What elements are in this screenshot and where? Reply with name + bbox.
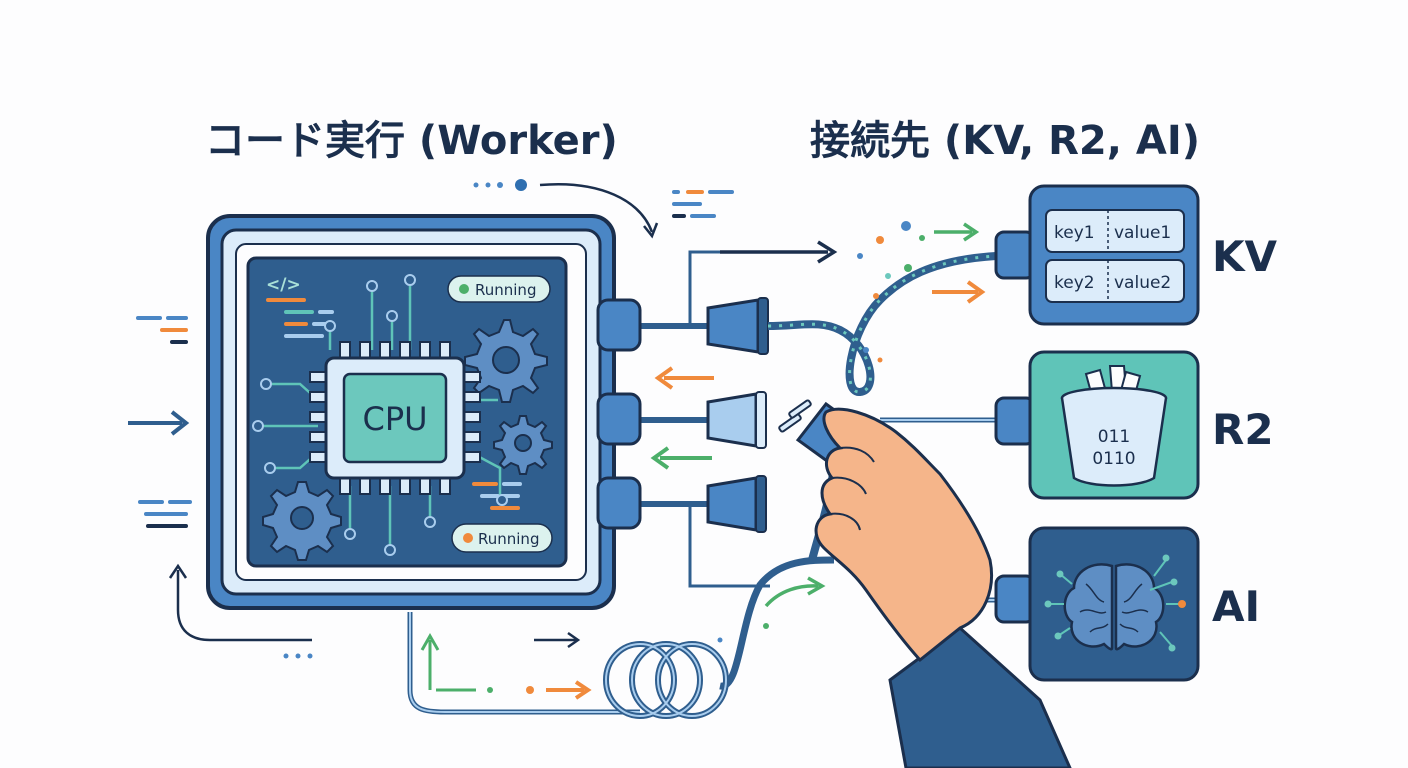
- kv-service: [960, 184, 1200, 423]
- r2-bits-line-2: 0110: [1092, 449, 1135, 469]
- status-badge-top: Running: [447, 275, 551, 303]
- hand-with-plug: [778, 399, 1072, 768]
- ai-label: AI: [1212, 582, 1261, 631]
- ai-service: [880, 526, 1200, 682]
- kv-key-1: key1: [1054, 223, 1095, 243]
- kv-value-2: value2: [1114, 273, 1171, 293]
- data-flow-arrows: [650, 221, 986, 470]
- gear-icon: [464, 319, 548, 403]
- connections-title: 接続先 (KV, R2, AI): [810, 118, 1200, 164]
- status-badge-bottom: Running: [451, 523, 553, 553]
- gear-bottom-icon: [262, 481, 342, 561]
- cpu-label: CPU: [362, 400, 427, 438]
- kv-key-2: key2: [1054, 273, 1095, 293]
- gear-small-icon: [493, 415, 553, 475]
- kv-label: KV: [1212, 232, 1278, 281]
- code-icon: </>: [266, 275, 301, 295]
- r2-bits-line-1: 011: [1098, 427, 1130, 447]
- r2-service: [880, 350, 1200, 500]
- worker-cables: [407, 240, 838, 715]
- plug-top: [706, 252, 997, 396]
- kv-value-1: value1: [1114, 223, 1171, 243]
- r2-label: R2: [1212, 405, 1274, 454]
- cpu-chip: [309, 341, 481, 495]
- flow-decorations: [128, 179, 826, 700]
- plug-bottom: [706, 475, 767, 533]
- svg-text:Running: Running: [475, 281, 536, 299]
- svg-text:Running: Running: [478, 530, 539, 548]
- worker-title: コード実行 (Worker): [205, 118, 618, 164]
- plug-middle: [706, 391, 767, 449]
- brain-circuit-icon: [1044, 554, 1186, 652]
